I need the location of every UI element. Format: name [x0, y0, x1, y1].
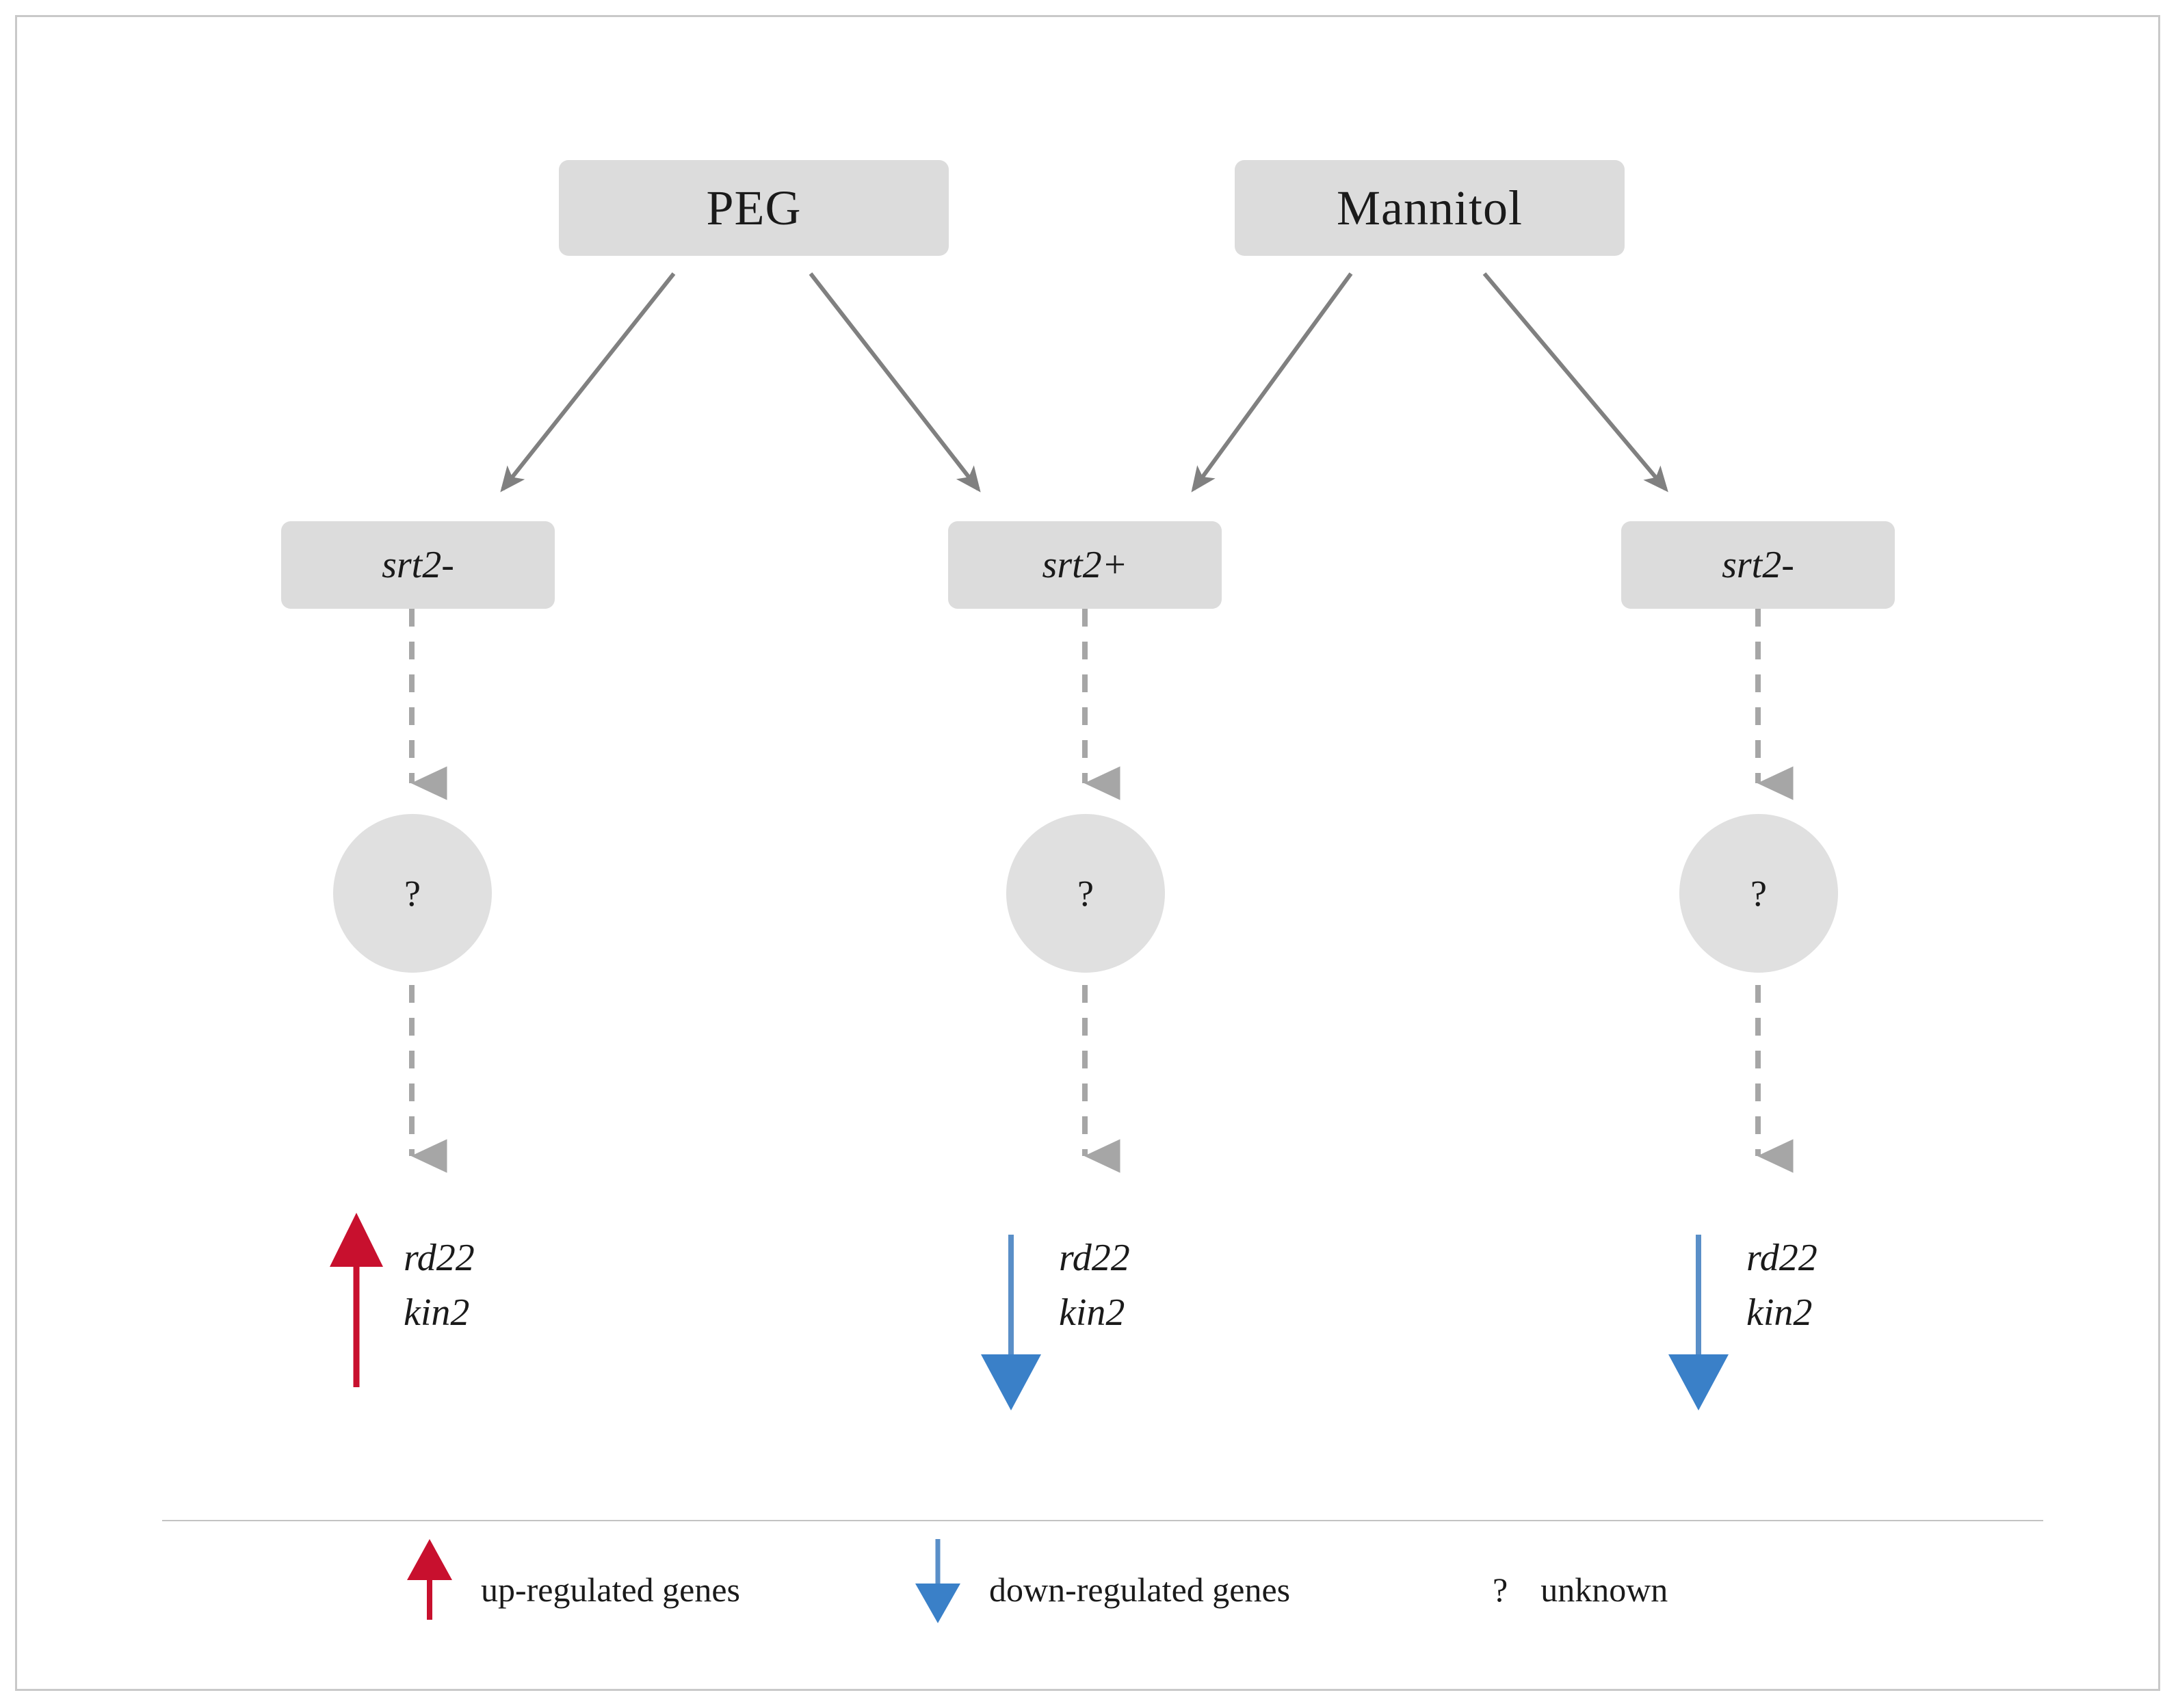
genotype-label-right: srt2-: [1722, 544, 1794, 586]
stressor-box-peg[interactable]: PEG: [559, 160, 949, 256]
gene-label: kin2: [1746, 1291, 1813, 1334]
legend-label-unknown: unknown: [1540, 1571, 1668, 1609]
outcome-group-middle: rd22 kin2: [1059, 1231, 1130, 1340]
up-arrow-icon-slot: [404, 1535, 463, 1644]
gene-list-left: rd22 kin2: [404, 1231, 475, 1340]
genotype-label-middle: srt2+: [1042, 544, 1128, 586]
gene-label: kin2: [404, 1291, 470, 1334]
stressor-label-peg: PEG: [706, 180, 802, 235]
legend-item-unknown: ? unknown: [1493, 1535, 1668, 1644]
down-arrow-icon-slot: [913, 1535, 971, 1644]
outcome-group-right: rd22 kin2: [1746, 1231, 1818, 1340]
outcome-group-left: rd22 kin2: [404, 1231, 475, 1340]
unknown-node-right[interactable]: ?: [1679, 814, 1838, 973]
question-mark-icon-right: ?: [1750, 873, 1767, 914]
question-mark-icon-left: ?: [404, 873, 421, 914]
legend-item-up-regulated: up-regulated genes: [404, 1535, 740, 1644]
gene-list-right: rd22 kin2: [1746, 1231, 1818, 1340]
gene-label: rd22: [1059, 1237, 1130, 1279]
stressor-label-mannitol: Mannitol: [1337, 180, 1523, 235]
legend-label-down-regulated: down-regulated genes: [989, 1571, 1291, 1609]
gene-label: kin2: [1059, 1291, 1125, 1334]
genotype-box-right[interactable]: srt2-: [1621, 521, 1895, 609]
genotype-label-left: srt2-: [382, 544, 454, 586]
question-mark-icon-middle: ?: [1077, 873, 1094, 914]
legend-item-down-regulated: down-regulated genes: [913, 1535, 1290, 1644]
stressor-box-mannitol[interactable]: Mannitol: [1235, 160, 1625, 256]
genotype-box-middle[interactable]: srt2+: [948, 521, 1222, 609]
legend: up-regulated genes down-regulated genes …: [162, 1535, 2043, 1644]
legend-divider: [162, 1520, 2043, 1521]
unknown-node-left[interactable]: ?: [333, 814, 492, 973]
gene-list-middle: rd22 kin2: [1059, 1231, 1130, 1340]
genotype-box-left[interactable]: srt2-: [281, 521, 555, 609]
unknown-node-middle[interactable]: ?: [1006, 814, 1165, 973]
gene-label: rd22: [404, 1237, 475, 1279]
question-mark-icon-legend: ?: [1493, 1571, 1508, 1609]
gene-label: rd22: [1746, 1237, 1818, 1279]
legend-label-up-regulated: up-regulated genes: [481, 1571, 741, 1609]
